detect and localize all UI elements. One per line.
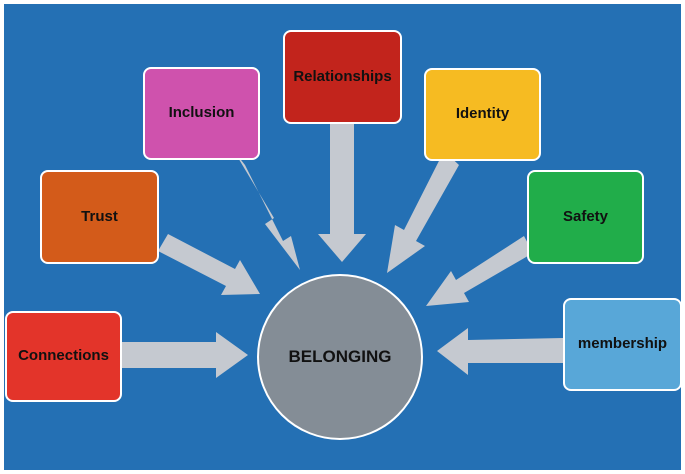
node-inclusion-label: Inclusion — [168, 104, 235, 122]
belonging-hub: BELONGING — [257, 274, 423, 440]
node-membership: membership — [563, 298, 682, 391]
arrow-identity — [387, 151, 459, 273]
node-relationships: Relationships — [283, 30, 402, 124]
arrow-trust — [158, 234, 260, 295]
node-trust-label: Trust — [81, 207, 118, 225]
arrow-membership — [437, 328, 563, 375]
node-relationships-label: Relationships — [293, 67, 392, 85]
belonging-label: BELONGING — [288, 347, 392, 366]
arrow-relationships — [318, 124, 366, 262]
node-identity-label: Identity — [455, 105, 510, 123]
node-identity: Identity — [424, 68, 541, 161]
arrow-inclusion — [234, 151, 300, 270]
node-connections: Connections — [5, 311, 122, 402]
arrow-connections — [120, 332, 248, 378]
node-trust: Trust — [40, 170, 159, 264]
arrow-safety — [426, 236, 533, 306]
node-safety-label: Safety — [562, 207, 609, 225]
node-safety: Safety — [527, 170, 644, 264]
node-membership-label: membership — [577, 335, 668, 353]
node-inclusion: Inclusion — [143, 67, 260, 160]
node-connections-label: Connections — [18, 347, 109, 365]
